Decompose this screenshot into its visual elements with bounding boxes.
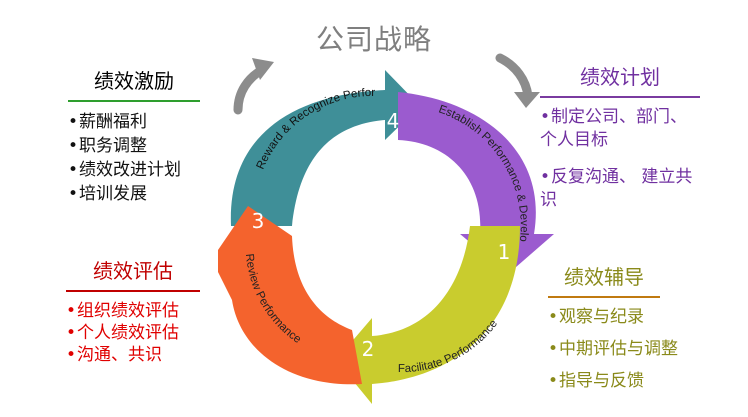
list-item: 沟通、共识 <box>66 344 200 366</box>
list-item: 观察与纪录 <box>548 306 660 328</box>
panel-coach-list: 观察与纪录 中期评估与调整 指导与反馈 <box>548 306 678 392</box>
curved-arrow-right <box>495 53 540 108</box>
list-item: 职务调整 <box>68 134 200 158</box>
list-item: 指导与反馈 <box>548 370 660 392</box>
panel-coach-title: 绩效辅导 <box>564 265 644 289</box>
list-item: 中期评估与调整 <box>548 338 678 360</box>
panel-coach-divider <box>548 296 660 298</box>
panel-incentive-title: 绩效激励 <box>94 69 174 93</box>
stage-2-number: 2 <box>362 337 375 361</box>
list-item: 制定公司、部门、个人目标 <box>540 106 700 152</box>
panel-incentive: 绩效激励 薪酬福利 职务调整 绩效改进计划 培训发展 <box>68 68 200 206</box>
panel-coach: 绩效辅导 观察与纪录 中期评估与调整 指导与反馈 <box>548 264 678 392</box>
stage-3-segment <box>218 206 362 385</box>
panel-plan-list: 制定公司、部门、个人目标 反复沟通、 建立共识 <box>540 106 700 212</box>
stage-1-number: 1 <box>498 240 511 264</box>
panel-plan-title: 绩效计划 <box>580 65 660 89</box>
stage-4-segment <box>230 70 420 226</box>
panel-plan: 绩效计划 制定公司、部门、个人目标 反复沟通、 建立共识 <box>540 64 700 212</box>
panel-assess-list: 组织绩效评估 个人绩效评估 沟通、共识 <box>66 300 200 366</box>
diagram-title: 公司战略 <box>315 23 432 56</box>
stage-4-number: 4 <box>387 109 400 133</box>
list-item: 反复沟通、 建立共识 <box>540 166 700 212</box>
panel-assess-divider <box>66 290 200 292</box>
list-item: 培训发展 <box>68 182 200 206</box>
list-item: 薪酬福利 <box>68 110 200 134</box>
curved-arrow-left <box>233 58 274 115</box>
panel-plan-divider <box>540 96 700 98</box>
stage-3-number: 3 <box>252 209 265 233</box>
list-item: 个人绩效评估 <box>66 322 200 344</box>
stage-2-segment <box>336 226 520 404</box>
list-item: 绩效改进计划 <box>68 158 200 182</box>
list-item: 组织绩效评估 <box>66 300 200 322</box>
panel-incentive-divider <box>68 100 200 102</box>
panel-incentive-list: 薪酬福利 职务调整 绩效改进计划 培训发展 <box>68 110 200 206</box>
panel-assess: 绩效评估 组织绩效评估 个人绩效评估 沟通、共识 <box>66 258 200 366</box>
panel-assess-title: 绩效评估 <box>93 259 173 283</box>
